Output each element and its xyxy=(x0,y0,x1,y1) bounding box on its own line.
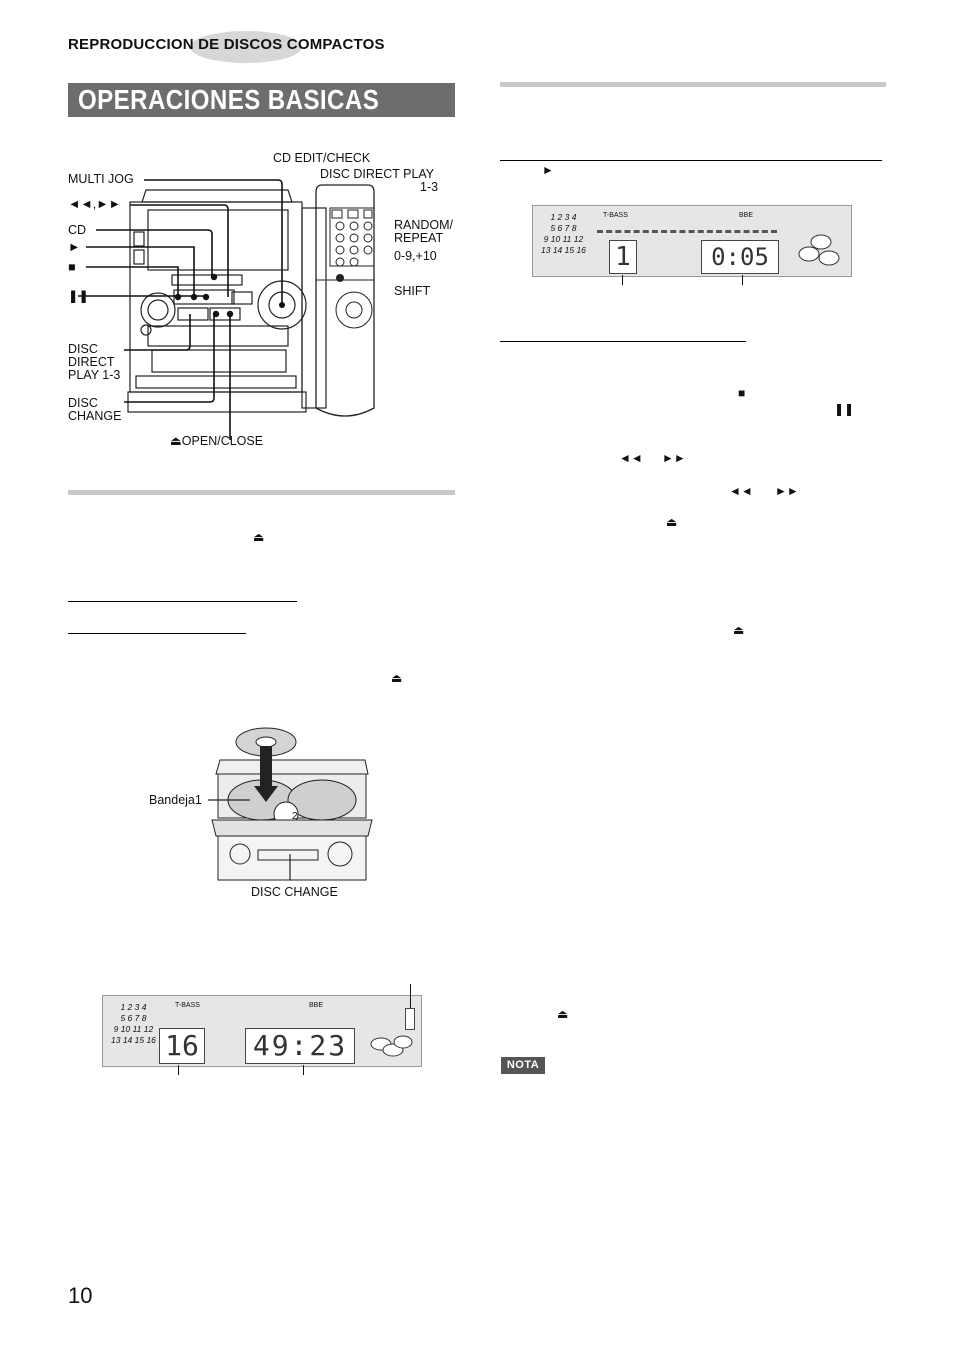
disc-grid-row: 5 6 7 8 xyxy=(120,1013,147,1023)
disc-grid-row: 9 10 11 12 xyxy=(543,234,584,244)
disc-grid-bottom: 1 2 3 4 5 6 7 8 9 10 11 12 13 14 15 16 xyxy=(111,1002,156,1046)
pause-symbol: ❚❚ xyxy=(834,402,855,416)
leader-time-top xyxy=(742,275,743,285)
leader-track-top xyxy=(622,275,623,285)
section-header: REPRODUCCION DE DISCOS COMPACTOS xyxy=(68,36,385,53)
level-bar xyxy=(597,230,777,237)
title-bar xyxy=(68,83,455,117)
tray-number: 2 xyxy=(292,811,298,822)
disc-grid-top: 1 2 3 4 5 6 7 8 9 10 11 12 13 14 15 16 xyxy=(541,212,586,256)
tray-illustration xyxy=(208,727,373,881)
random-repeat-label: RANDOM/ REPEAT xyxy=(394,218,454,245)
rew-symbol-2: ◄◄ xyxy=(729,484,753,498)
remote-figure xyxy=(310,180,380,420)
disc-cluster-icon xyxy=(798,234,840,266)
disc-grid-row: 5 6 7 8 xyxy=(550,223,577,233)
cd-label: CD xyxy=(68,223,87,237)
eject-symbol-4: ⏏ xyxy=(733,623,745,637)
tbass-indicator: T-BASS xyxy=(175,1002,200,1009)
disc-grid-row: 1 2 3 4 xyxy=(550,212,577,222)
step-rule-1 xyxy=(500,160,882,161)
disc-grid-row: 13 14 15 16 xyxy=(541,245,586,255)
stop-symbol: ■ xyxy=(738,386,746,400)
disc-direct-play-label: DISC DIRECT PLAY xyxy=(320,167,435,181)
track-number-display: 1 xyxy=(609,240,637,274)
right-section-rule xyxy=(500,82,886,87)
underline-1 xyxy=(68,601,297,602)
time-display: 0:05 xyxy=(701,240,779,274)
stereo-illustration xyxy=(78,179,327,440)
open-close-label: ⏏OPEN/CLOSE xyxy=(170,434,264,448)
disc-direct-range-label: 1-3 xyxy=(420,180,439,194)
remote-illustration xyxy=(315,184,375,417)
bbe-indicator: BBE xyxy=(739,212,754,219)
eject-symbol-2: ⏏ xyxy=(391,671,403,685)
disc-icon xyxy=(797,232,841,268)
pause-label: ❚❚ xyxy=(68,289,89,303)
tray-label: Bandeja1 xyxy=(149,793,202,807)
nota-badge: NOTA xyxy=(501,1057,545,1074)
header-highlight xyxy=(190,31,302,63)
track-number-display: 16 xyxy=(159,1028,205,1064)
underline-3 xyxy=(500,341,746,342)
multi-jog-label: MULTI JOG xyxy=(68,172,134,186)
leader-time xyxy=(303,1065,304,1075)
underline-2 xyxy=(68,633,246,634)
ff-symbol-1: ►► xyxy=(662,451,686,465)
numbers-label: 0-9,+10 xyxy=(394,249,437,263)
main-unit-figure xyxy=(68,150,458,460)
disc-cluster-icon xyxy=(370,1035,413,1057)
tbass-indicator: T-BASS xyxy=(603,212,628,219)
eject-symbol-5: ⏏ xyxy=(557,1007,569,1021)
display-bottom: 1 2 3 4 5 6 7 8 9 10 11 12 13 14 15 16 T… xyxy=(102,995,422,1067)
left-section-rule xyxy=(68,490,455,495)
eject-symbol-3: ⏏ xyxy=(666,515,678,529)
display-top: 1 2 3 4 5 6 7 8 9 10 11 12 13 14 15 16 T… xyxy=(532,205,852,277)
skip-label: ◄◄,►► xyxy=(68,197,121,211)
disc-change-button-label: DISC CHANGE xyxy=(251,885,338,899)
disc-icon xyxy=(369,1032,413,1058)
page-number: 10 xyxy=(68,1283,93,1308)
disc-direct-label: DISC DIRECT PLAY 1-3 xyxy=(68,342,121,382)
eject-symbol-1: ⏏ xyxy=(253,530,265,544)
bbe-indicator: BBE xyxy=(309,1002,324,1009)
disc-change-label: DISC CHANGE xyxy=(68,396,122,423)
disc-grid-row: 13 14 15 16 xyxy=(111,1035,156,1045)
leader-track xyxy=(178,1065,179,1075)
shift-label: SHIFT xyxy=(394,284,431,298)
cd-edit-label: CD EDIT/CHECK xyxy=(273,151,371,165)
time-display: 49:23 xyxy=(245,1028,355,1064)
tray-figure xyxy=(200,720,380,890)
page-title: OPERACIONES BASICAS xyxy=(78,84,380,115)
disc-indicator xyxy=(405,1008,415,1030)
stop-label: ■ xyxy=(68,260,76,274)
play-symbol: ► xyxy=(542,163,554,177)
leader-disc xyxy=(410,984,411,1008)
ff-symbol-2: ►► xyxy=(775,484,799,498)
disc-grid-row: 9 10 11 12 xyxy=(113,1024,154,1034)
rew-symbol-1: ◄◄ xyxy=(619,451,643,465)
play-label: ► xyxy=(68,240,81,254)
disc-grid-row: 1 2 3 4 xyxy=(120,1002,147,1012)
